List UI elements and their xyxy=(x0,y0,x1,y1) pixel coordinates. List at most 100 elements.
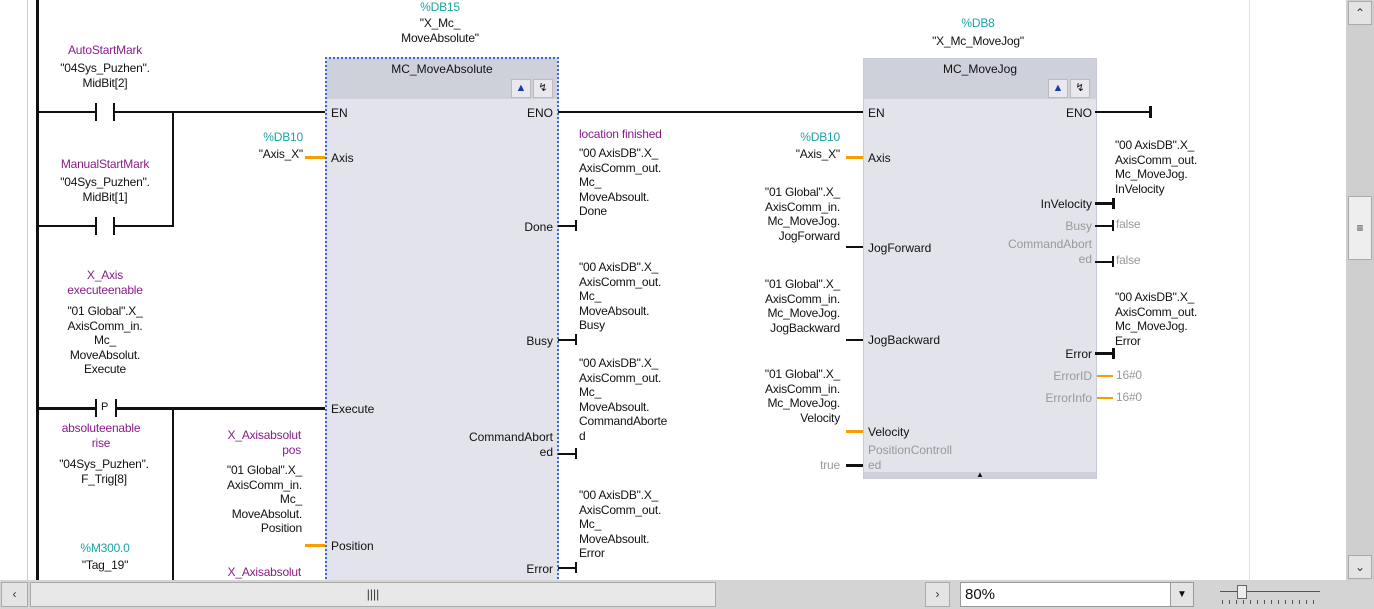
pin-error: Error xyxy=(526,562,553,576)
pin-position: Position xyxy=(331,539,374,553)
zoom-value: 80% xyxy=(965,586,996,603)
pin-axis: Axis xyxy=(868,151,891,165)
block1-title: MC_MoveAbsolute xyxy=(391,62,493,76)
contact-manualstart-right xyxy=(113,217,115,235)
wire xyxy=(1095,111,1150,113)
errorid-value[interactable]: 16#0 xyxy=(1116,368,1142,382)
velocity-comment: X_Axisabsolut xyxy=(227,565,302,579)
expand-arrow-icon[interactable]: ▲ xyxy=(864,471,1096,479)
scroll-right-icon[interactable]: › xyxy=(925,582,950,607)
errorinfo-value[interactable]: 16#0 xyxy=(1116,390,1142,404)
pin-en: EN xyxy=(331,106,348,120)
block2-axis-db: %DB10 xyxy=(800,130,840,144)
block1-db: %DB15 xyxy=(420,0,460,14)
wire xyxy=(117,407,326,410)
scroll-up-icon[interactable]: ⌃ xyxy=(1348,1,1372,25)
contact-manualstart[interactable] xyxy=(95,217,97,235)
zoom-slider[interactable] xyxy=(1220,591,1320,592)
busy-tag[interactable]: "00 AxisDB".X_ AxisComm_out. Mc_ MoveAbs… xyxy=(579,260,662,333)
done-tag[interactable]: "00 AxisDB".X_ AxisComm_out. Mc_ MoveAbs… xyxy=(579,146,662,219)
block2-title: MC_MoveJog xyxy=(942,62,1018,76)
bottom-toolbar: ‹ |||| › 80% ▼ xyxy=(0,580,1374,609)
aborted-value[interactable]: false xyxy=(1116,253,1141,267)
pin-commandaborted: CommandAbort ed xyxy=(468,430,553,459)
pin-invelocity: InVelocity xyxy=(1040,197,1092,211)
contact-autostart[interactable] xyxy=(95,103,97,121)
wire xyxy=(558,111,863,113)
pin-jogforward: JogForward xyxy=(868,241,932,255)
position-tag[interactable]: "01 Global".X_ AxisComm_in. Mc_ MoveAbso… xyxy=(226,463,302,536)
wire xyxy=(37,225,95,227)
zoom-slider-handle[interactable] xyxy=(1237,585,1247,599)
block-diagnostics-icon[interactable]: ↯ xyxy=(533,79,553,98)
pin-eno: ENO xyxy=(1065,106,1092,120)
position-comment: X_Axisabsolut pos xyxy=(227,428,302,457)
pin-commandaborted: CommandAbort ed xyxy=(1007,237,1092,266)
p-contact-tag[interactable]: "04Sys_Puzhen". F_Trig[8] xyxy=(59,457,149,486)
pin-error: Error xyxy=(1065,347,1092,361)
block-diagnostics-icon[interactable]: ↯ xyxy=(1070,79,1090,98)
execute-tag[interactable]: "01 Global".X_ AxisComm_in. Mc_ MoveAbso… xyxy=(67,304,143,377)
horizontal-scroll-thumb[interactable]: |||| xyxy=(30,582,716,607)
mc-movejog-block[interactable]: MC_MoveJog ▲ ↯ EN Axis JogForward JogBac… xyxy=(863,58,1097,479)
zoom-slider-ticks xyxy=(1222,600,1320,604)
error-tag[interactable]: "00 AxisDB".X_ AxisComm_out. Mc_MoveJog.… xyxy=(1115,290,1198,348)
pin-positioncontrolled: PositionControll ed xyxy=(868,443,953,472)
mc-moveabsolute-block[interactable]: MC_MoveAbsolute ▲ ↯ EN Axis Execute Posi… xyxy=(325,57,559,591)
block1-axis-tag[interactable]: "Axis_X" xyxy=(258,147,303,161)
done-comment: location finished xyxy=(579,127,662,141)
dropdown-arrow-icon[interactable]: ▼ xyxy=(1170,583,1193,606)
scroll-grip: |||| xyxy=(366,587,380,601)
pin-axis: Axis xyxy=(331,151,354,165)
vertical-scrollbar[interactable]: ⌃ ≡ ⌄ xyxy=(1346,0,1374,580)
block2-db: %DB8 xyxy=(961,16,995,30)
block-lock-icon[interactable]: ▲ xyxy=(1048,79,1068,98)
pin-done: Done xyxy=(524,220,553,234)
pin-execute: Execute xyxy=(331,402,375,416)
p-contact-right xyxy=(115,399,117,417)
p-contact-addr-tag[interactable]: "Tag_19" xyxy=(81,558,129,572)
contact2-comment: ManualStartMark xyxy=(60,157,150,171)
power-rail xyxy=(36,0,39,580)
pin-en: EN xyxy=(868,106,885,120)
branch-wire xyxy=(172,111,174,227)
editor-margin-line xyxy=(27,0,28,580)
contact2-tag[interactable]: "04Sys_Puzhen". MidBit[1] xyxy=(60,175,150,204)
pin-jogbackward: JogBackward xyxy=(868,333,941,347)
block-lock-icon[interactable]: ▲ xyxy=(511,79,531,98)
p-contact[interactable] xyxy=(95,399,97,417)
contact1-tag[interactable]: "04Sys_Puzhen". MidBit[2] xyxy=(60,61,150,90)
error-tag[interactable]: "00 AxisDB".X_ AxisComm_out. Mc_ MoveAbs… xyxy=(579,488,662,561)
scroll-left-icon[interactable]: ‹ xyxy=(1,582,28,607)
block2-axis-tag[interactable]: "Axis_X" xyxy=(795,147,840,161)
p-contact-comment: absoluteenable rise xyxy=(61,421,141,450)
zoom-select[interactable]: 80% ▼ xyxy=(960,582,1194,607)
block2-instance[interactable]: "X_Mc_MoveJog" xyxy=(932,34,1024,48)
pin-eno: ENO xyxy=(526,106,553,120)
branch-wire xyxy=(172,408,174,580)
invelocity-tag[interactable]: "00 AxisDB".X_ AxisComm_out. Mc_MoveJog.… xyxy=(1115,138,1198,196)
velocity-tag[interactable]: "01 Global".X_ AxisComm_in. Mc_MoveJog. … xyxy=(764,367,840,425)
block1-axis-db: %DB10 xyxy=(263,130,303,144)
scroll-down-icon[interactable]: ⌄ xyxy=(1348,555,1372,579)
wire xyxy=(37,407,95,410)
p-contact-symbol: P xyxy=(101,401,109,413)
jogbackward-tag[interactable]: "01 Global".X_ AxisComm_in. Mc_MoveJog. … xyxy=(764,277,840,335)
scroll-thumb[interactable]: ≡ xyxy=(1348,196,1372,260)
execute-comment: X_Axis executeenable xyxy=(67,268,143,297)
aborted-tag[interactable]: "00 AxisDB".X_ AxisComm_out. Mc_ MoveAbs… xyxy=(579,356,668,443)
pin-errorid: ErrorID xyxy=(1053,369,1092,383)
editor-right-border xyxy=(1249,0,1250,580)
pin-busy: Busy xyxy=(526,334,553,348)
p-contact-address: %M300.0 xyxy=(80,541,130,555)
block1-instance[interactable]: "X_Mc_ MoveAbsolute" xyxy=(401,16,479,45)
contact1-comment: AutoStartMark xyxy=(67,43,143,57)
jogforward-tag[interactable]: "01 Global".X_ AxisComm_in. Mc_MoveJog. … xyxy=(764,185,840,243)
busy-value[interactable]: false xyxy=(1116,217,1141,231)
wire xyxy=(115,111,326,113)
pin-errorinfo: ErrorInfo xyxy=(1045,391,1092,405)
poscontrolled-value[interactable]: true xyxy=(820,458,840,472)
pin-velocity: Velocity xyxy=(868,425,910,439)
wire xyxy=(37,111,95,113)
contact-autostart-right xyxy=(113,103,115,121)
